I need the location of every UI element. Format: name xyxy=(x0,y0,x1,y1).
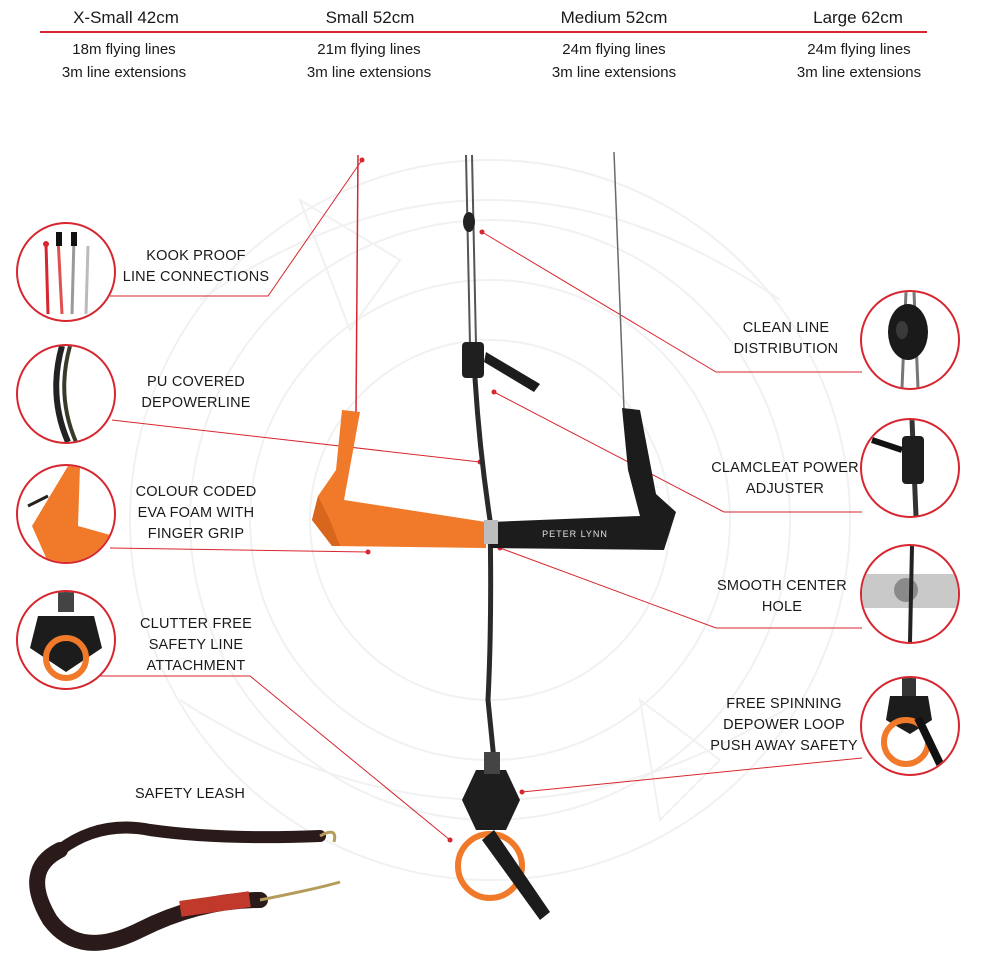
feature-colour-coded-line1: COLOUR CODED xyxy=(135,484,257,500)
feature-clutter-free-line2: SAFETY LINE xyxy=(148,637,244,653)
feature-clean-line-line2: DISTRIBUTION xyxy=(733,341,839,357)
detail-line-distribution xyxy=(860,290,960,390)
bar-left-orange xyxy=(312,410,486,548)
depower-line xyxy=(471,359,497,761)
feature-clean-line: CLEAN LINE DISTRIBUTION xyxy=(706,318,866,360)
feature-clamcleat: CLAMCLEAT POWER ADJUSTER xyxy=(700,458,870,500)
feature-pu-covered-line1: PU COVERED xyxy=(147,374,245,390)
right-flying-line xyxy=(613,151,625,411)
size-medium-extensions: 3m line extensions xyxy=(551,64,677,81)
leash-clip-top xyxy=(319,830,337,843)
feature-colour-coded-line3: FINGER GRIP xyxy=(147,526,245,542)
detail-center-hole xyxy=(860,544,960,644)
bar-right-black xyxy=(490,408,676,550)
line-splitter xyxy=(463,212,475,232)
feature-kook-proof: KOOK PROOF LINE CONNECTIONS xyxy=(116,246,276,288)
feature-kook-proof-line1: KOOK PROOF xyxy=(146,248,246,264)
front-line-a xyxy=(465,154,471,346)
feature-kook-proof-line2: LINE CONNECTIONS xyxy=(122,269,270,285)
size-large-specs: 24m flying lines 3m line extensions xyxy=(759,38,959,84)
size-large-title: Large 62cm xyxy=(813,8,903,27)
swivel xyxy=(484,752,500,774)
detail-line-connections xyxy=(16,222,116,322)
size-xsmall-extensions: 3m line extensions xyxy=(61,64,187,81)
detail-depowerline xyxy=(16,344,116,444)
detail-eva-foam xyxy=(16,464,116,564)
feature-free-spinning-line1: FREE SPINNING xyxy=(726,696,842,712)
detail-clamcleat xyxy=(860,418,960,518)
feature-smooth-center: SMOOTH CENTER HOLE xyxy=(702,576,862,618)
feature-free-spinning-line3: PUSH AWAY SAFETY xyxy=(710,738,858,754)
header-divider xyxy=(40,31,927,33)
feature-colour-coded: COLOUR CODED EVA FOAM WITH FINGER GRIP xyxy=(116,482,276,545)
left-flying-line xyxy=(355,154,359,413)
size-small-extensions: 3m line extensions xyxy=(306,64,432,81)
size-medium-specs: 24m flying lines 3m line extensions xyxy=(514,38,714,84)
front-line-b xyxy=(471,154,477,346)
feature-safety-leash-line1: SAFETY LEASH xyxy=(134,786,246,802)
size-small-lines: 21m flying lines xyxy=(317,41,421,58)
size-small-title: Small 52cm xyxy=(325,8,415,27)
feature-smooth-center-line2: HOLE xyxy=(761,599,803,615)
size-xsmall-title: X-Small 42cm xyxy=(73,8,179,27)
size-xsmall-lines: 18m flying lines xyxy=(72,41,176,58)
feature-safety-leash: SAFETY LEASH xyxy=(110,784,270,805)
clamcleat xyxy=(462,342,484,378)
leash-clip-bottom xyxy=(259,880,341,902)
feature-clamcleat-line2: ADJUSTER xyxy=(745,481,825,497)
size-large-lines: 24m flying lines xyxy=(807,41,911,58)
feature-clamcleat-line1: CLAMCLEAT POWER xyxy=(711,460,859,476)
callout-dots xyxy=(359,157,525,843)
detail-depower-loop xyxy=(860,676,960,776)
push-away-safety xyxy=(482,830,550,920)
safety-leash-tag xyxy=(179,891,251,917)
bar-brand-text: PETER LYNN xyxy=(542,529,608,539)
feature-smooth-center-line1: SMOOTH CENTER xyxy=(717,578,847,594)
size-xsmall-specs: 18m flying lines 3m line extensions xyxy=(24,38,224,84)
feature-free-spinning-line2: DEPOWER LOOP xyxy=(723,717,845,733)
feature-clutter-free: CLUTTER FREE SAFETY LINE ATTACHMENT xyxy=(116,614,276,677)
detail-safety-line-attachment xyxy=(16,590,116,690)
feature-free-spinning: FREE SPINNING DEPOWER LOOP PUSH AWAY SAF… xyxy=(698,694,870,757)
size-medium-title: Medium 52cm xyxy=(560,8,668,27)
size-medium-lines: 24m flying lines xyxy=(562,41,666,58)
size-large-extensions: 3m line extensions xyxy=(796,64,922,81)
chicken-loop-body xyxy=(462,770,520,830)
feature-clean-line-line1: CLEAN LINE xyxy=(742,320,830,336)
center-hole xyxy=(484,520,498,544)
feature-clutter-free-line1: CLUTTER FREE xyxy=(140,616,252,632)
feature-clutter-free-line3: ATTACHMENT xyxy=(146,658,246,674)
clamcleat-handle xyxy=(484,352,540,392)
feature-pu-covered: PU COVERED DEPOWERLINE xyxy=(116,372,276,414)
callout-lines xyxy=(100,159,863,841)
size-small-specs: 21m flying lines 3m line extensions xyxy=(269,38,469,84)
feature-pu-covered-line2: DEPOWERLINE xyxy=(141,395,251,411)
feature-colour-coded-line2: EVA FOAM WITH xyxy=(137,505,255,521)
